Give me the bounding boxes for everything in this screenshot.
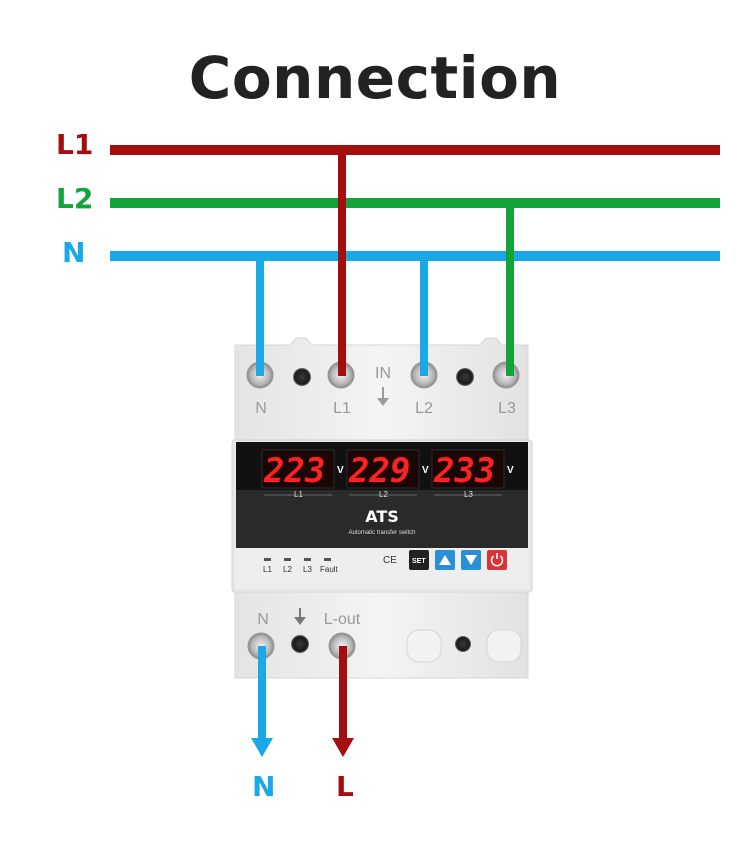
triangle-up-icon — [439, 555, 451, 565]
reading-l2-unit: V — [422, 465, 429, 476]
arrow-down-icon — [377, 387, 389, 406]
ce-mark: CE — [383, 555, 397, 566]
arrow-down-icon — [332, 738, 354, 757]
reading-l3-unit: V — [507, 465, 514, 476]
reading-l1-unit: V — [337, 465, 344, 476]
control-panel — [236, 548, 528, 588]
reading-l2-label: L2 — [379, 490, 388, 499]
arrow-down-icon — [294, 608, 306, 625]
indicator-l2: L2 — [283, 565, 292, 574]
wire-l-out — [339, 646, 347, 740]
wire-l1-in — [338, 150, 346, 376]
power-button[interactable] — [487, 550, 507, 570]
indicator-l3: L3 — [303, 565, 312, 574]
up-button[interactable] — [435, 550, 455, 570]
set-button-label: SET — [412, 558, 426, 565]
out-terminal-label-lout: L-out — [324, 611, 361, 628]
terminal-label-in: IN — [375, 365, 391, 382]
bus-line-l1 — [110, 145, 720, 155]
terminal-label-l2: L2 — [415, 400, 433, 417]
bus-label-l1: L1 — [56, 128, 94, 161]
down-button[interactable] — [461, 550, 481, 570]
wire-n-out — [258, 646, 266, 740]
bus-line-n — [110, 251, 720, 261]
arrow-down-icon — [251, 738, 273, 757]
indicator-l1: L1 — [263, 565, 272, 574]
reading-l1-label: L1 — [294, 490, 303, 499]
bus-label-l2: L2 — [56, 182, 94, 215]
device-subtitle: Automatic transfer switch — [348, 530, 415, 536]
wire-l2-in — [506, 203, 514, 376]
ats-device: 223 229 233 V V V L1 L2 L3 ATS Automatic… — [231, 337, 533, 679]
wire-n-in-2 — [420, 256, 428, 376]
device-name: ATS — [365, 507, 399, 526]
terminal-label-l3: L3 — [498, 400, 516, 417]
indicator-fault: Fault — [320, 565, 339, 574]
set-button[interactable]: SET — [409, 550, 429, 570]
bus-label-n: N — [62, 236, 86, 269]
label-strip — [236, 490, 528, 548]
out-terminal-label-n: N — [257, 611, 269, 628]
bus-line-l2 — [110, 198, 720, 208]
reading-l2-value: 229 — [348, 451, 410, 491]
output-label-l: L — [336, 770, 354, 803]
power-icon — [490, 553, 504, 567]
reading-l1-value: 223 — [263, 451, 325, 491]
output-label-n: N — [252, 770, 276, 803]
terminal-label-l1: L1 — [333, 400, 351, 417]
triangle-down-icon — [465, 555, 477, 565]
reading-l3-value: 233 — [433, 451, 495, 491]
reading-l3-label: L3 — [464, 490, 473, 499]
wire-n-in — [256, 256, 264, 376]
page-title: Connection — [188, 44, 562, 112]
terminal-label-n: N — [255, 400, 267, 417]
